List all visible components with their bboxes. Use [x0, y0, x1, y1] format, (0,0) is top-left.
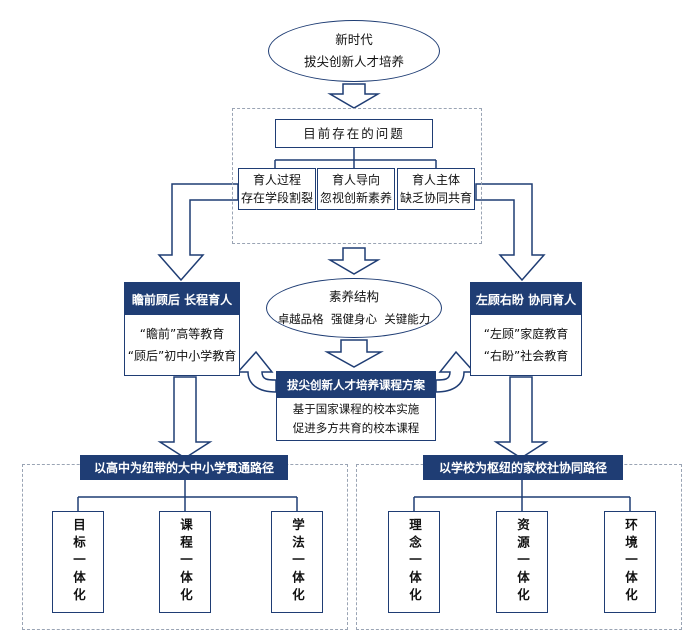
- arrow-bent-right: [475, 183, 546, 282]
- left-path-item-3-text: 学法一体化: [290, 518, 305, 606]
- left-path-item-2-text: 课程一体化: [178, 518, 193, 606]
- right-strategy-line1: “左顾”家庭教育: [483, 327, 569, 341]
- arrow-bent-left: [157, 183, 239, 282]
- problem-item-2-line2: 忽视创新素养: [319, 191, 392, 205]
- problem-item-2-line1: 育人导向: [331, 173, 380, 187]
- right-strategy-title: 左顾右盼 协同育人: [471, 283, 581, 315]
- curriculum-panel: 拔尖创新人才培养课程方案 基于国家课程的校本实施 促进多方共育的校本课程: [276, 371, 436, 441]
- problems-title: 目前存在的问题: [303, 125, 405, 141]
- left-strategy-panel: 瞻前顾后 长程育人 “瞻前”高等教育 “顾后”初中小学教育: [124, 282, 240, 376]
- problems-title-box: 目前存在的问题: [275, 119, 433, 148]
- literacy-line1: 素养结构: [328, 289, 379, 304]
- right-path-item-1-text: 理念一体化: [407, 518, 422, 606]
- arrow-curved-left: [236, 350, 277, 393]
- literacy-line2: 卓越品格 强健身心 关键能力: [277, 312, 431, 326]
- left-path-item-3: 学法一体化: [271, 511, 323, 613]
- problem-item-1-line1: 育人过程: [252, 173, 301, 187]
- arrow-curved-right: [435, 350, 476, 393]
- arrow-down-top: [327, 83, 381, 109]
- left-path-item-1-text: 目标一体化: [71, 518, 86, 606]
- right-path-item-2: 资源一体化: [496, 511, 548, 613]
- right-path-title: 以学校为枢纽的家校社协同路径: [423, 455, 623, 480]
- arrow-down-middle: [327, 247, 381, 275]
- curriculum-line2: 促进多方共育的校本课程: [292, 421, 420, 435]
- right-path-item-1: 理念一体化: [388, 511, 440, 613]
- left-path-title: 以高中为纽带的大中小学贯通路径: [80, 455, 288, 480]
- curriculum-title: 拔尖创新人才培养课程方案: [277, 372, 435, 398]
- left-strategy-line1: “瞻前”高等教育: [139, 327, 225, 341]
- arrow-down-curriculum: [324, 339, 384, 368]
- problem-item-3-line1: 育人主体: [411, 173, 460, 187]
- right-path-item-2-text: 资源一体化: [515, 518, 530, 606]
- right-path-title-text: 以学校为枢纽的家校社协同路径: [438, 460, 607, 475]
- curriculum-line1: 基于国家课程的校本实施: [292, 402, 420, 416]
- problem-item-3-line2: 缺乏协同共育: [399, 191, 472, 205]
- top-goal-ellipse: 新时代 拔尖创新人才培养: [268, 20, 440, 82]
- top-goal-line1: 新时代: [335, 32, 373, 47]
- arrow-down-left-lower: [157, 376, 213, 459]
- problem-item-1: 育人过程 存在学段割裂: [238, 168, 316, 210]
- problem-item-3: 育人主体 缺乏协同共育: [397, 168, 475, 210]
- left-strategy-line2: “顾后”初中小学教育: [127, 349, 237, 363]
- left-strategy-title: 瞻前顾后 长程育人: [125, 283, 239, 315]
- literacy-ellipse: 素养结构 卓越品格 强健身心 关键能力: [266, 278, 442, 338]
- top-goal-line2: 拔尖创新人才培养: [303, 54, 404, 69]
- left-path-title-text: 以高中为纽带的大中小学贯通路径: [93, 460, 274, 475]
- right-path-item-3: 环境一体化: [604, 511, 656, 613]
- left-path-item-2: 课程一体化: [159, 511, 211, 613]
- problems-group-frame: [232, 108, 482, 244]
- right-strategy-panel: 左顾右盼 协同育人 “左顾”家庭教育 “右盼”社会教育: [470, 282, 582, 376]
- problem-item-1-line2: 存在学段割裂: [240, 191, 313, 205]
- arrow-down-right-lower: [493, 376, 549, 459]
- left-path-item-1: 目标一体化: [52, 511, 104, 613]
- right-strategy-line2: “右盼”社会教育: [483, 349, 569, 363]
- right-path-item-3-text: 环境一体化: [623, 518, 638, 606]
- problem-item-2: 育人导向 忽视创新素养: [317, 168, 395, 210]
